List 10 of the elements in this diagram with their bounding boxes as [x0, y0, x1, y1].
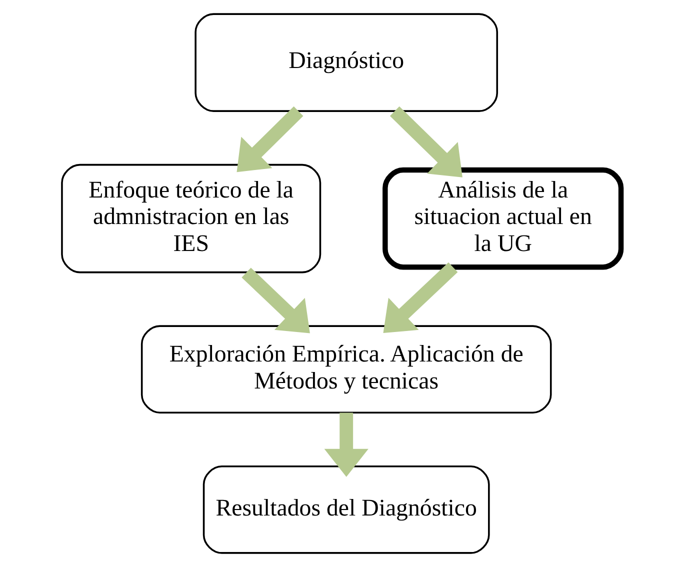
node-box: Exploración Empírica. Aplicación de Métodos y tecnicas [140, 325, 552, 414]
node-box: Diagnóstico [194, 13, 498, 112]
node-box: Análisis de la situacion actual en la UG [382, 167, 624, 270]
arrow [236, 106, 304, 172]
arrow [242, 268, 310, 334]
arrow [324, 412, 368, 477]
arrow [383, 262, 458, 334]
node-box: Enfoque teórico de la admnistracion en las IES [61, 164, 322, 274]
arrow [390, 106, 462, 178]
node-box: Resultados del Diagnóstico [202, 465, 490, 554]
